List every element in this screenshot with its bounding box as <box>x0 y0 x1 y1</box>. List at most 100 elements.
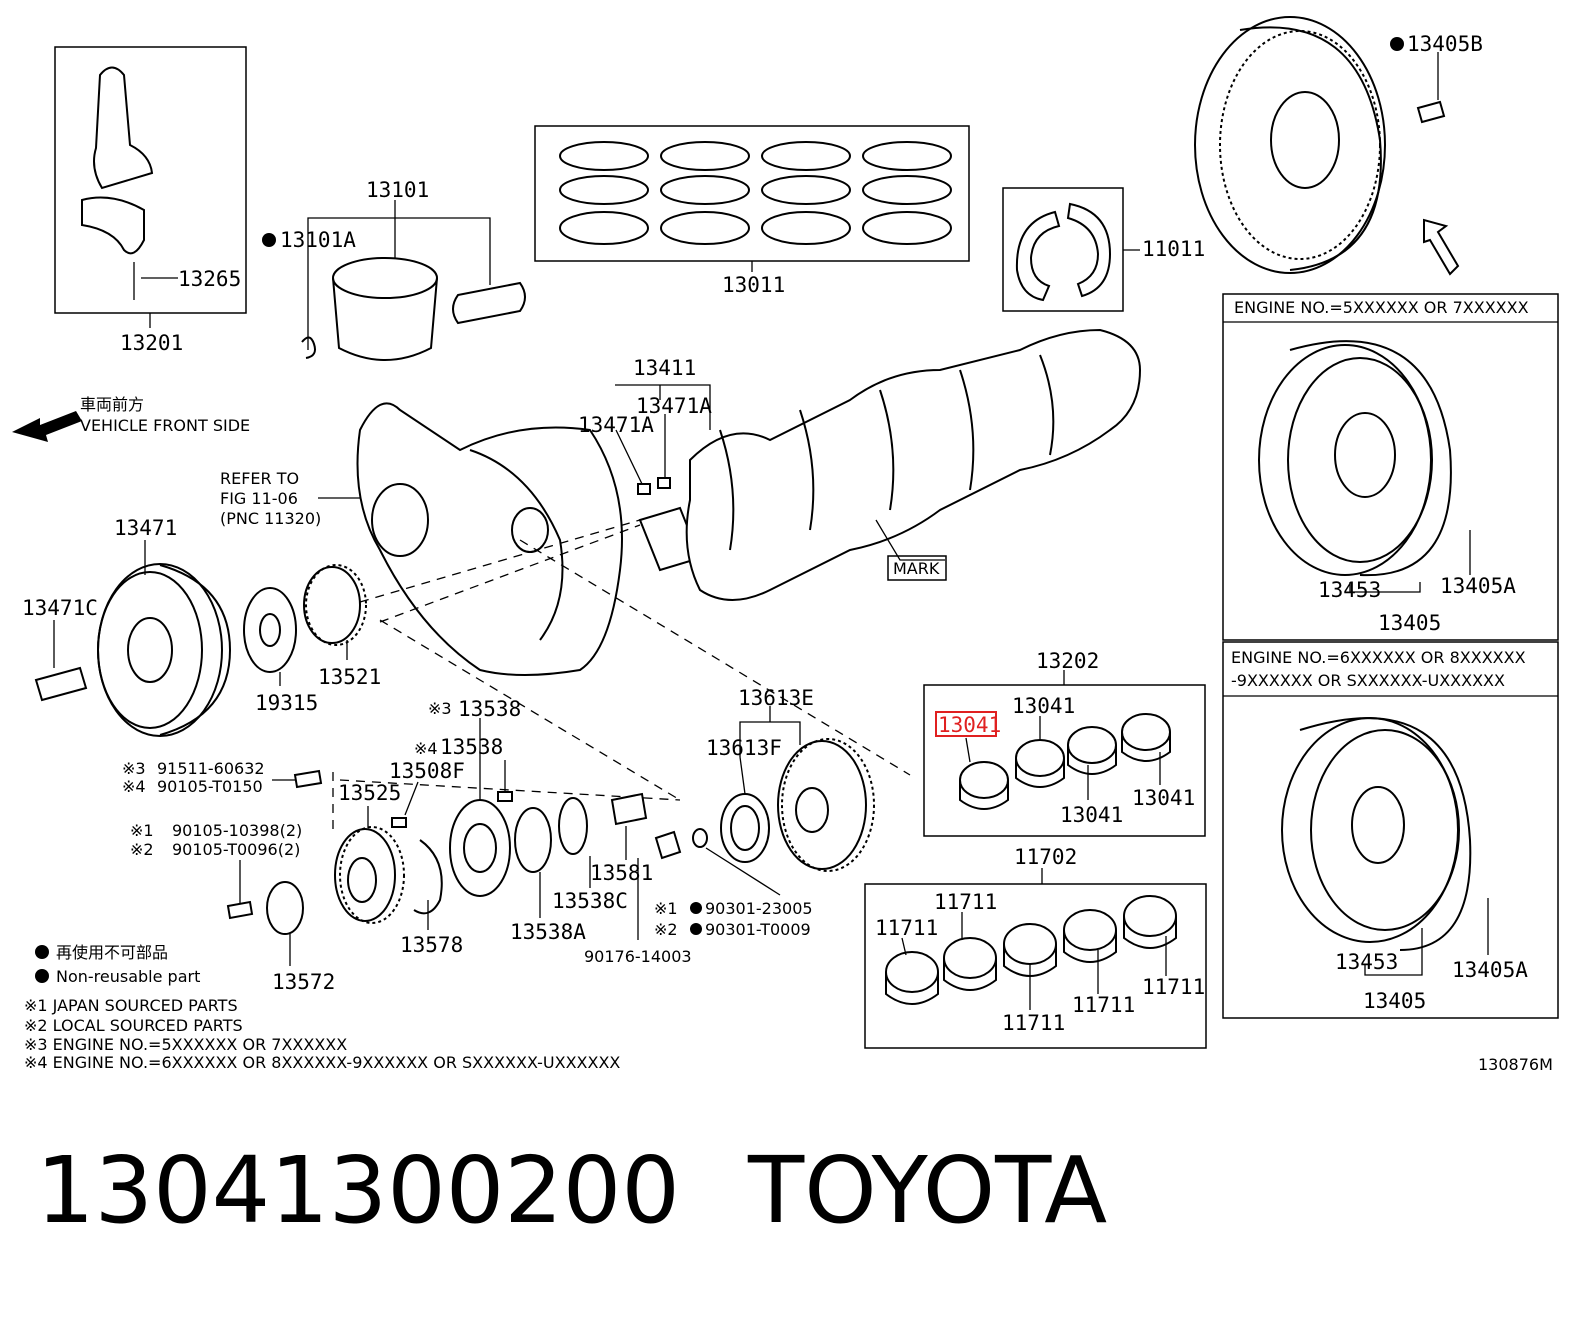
label-13041-b: 13041 <box>1060 803 1123 827</box>
bearing-13041-1-body <box>959 780 1009 810</box>
label-13411: 13411 <box>633 356 696 380</box>
mark-3-bolt: ※3 <box>122 759 146 778</box>
oring-13538A <box>514 807 552 873</box>
leader-13405-low <box>1364 928 1423 976</box>
assembly-dash-lines <box>332 519 911 830</box>
non-reusable-dot <box>690 902 702 914</box>
label-11711-d: 11711 <box>1072 993 1135 1017</box>
label-13521: 13521 <box>318 665 381 689</box>
connecting-rod-cap <box>81 196 145 255</box>
gear-13613E <box>777 740 867 870</box>
crank-webs <box>719 354 1055 551</box>
flywheel-low-inner <box>1310 729 1460 931</box>
bearing-13041-3-body <box>1067 745 1117 775</box>
label-11711-e: 11711 <box>1142 975 1205 999</box>
diagram-code: 130876M <box>1478 1055 1553 1074</box>
main-bearing-group: 11702 11711 11711 11711 11711 11711 <box>864 845 1207 1049</box>
mark-box <box>887 555 947 581</box>
mark-label: MARK <box>893 559 940 578</box>
ring-set-1 <box>559 141 649 245</box>
flywheel-top-rim <box>1239 26 1382 271</box>
crank-gear-group: 19315 13521 <box>243 564 381 715</box>
ring-13538C <box>558 797 588 855</box>
key-right <box>657 477 671 489</box>
mark-1-90301: ※1 <box>654 899 678 918</box>
label-13572: 13572 <box>272 970 335 994</box>
main-bearing-box <box>864 883 1207 1049</box>
timing-cover-seal-bore <box>511 507 549 553</box>
label-90105-10398: 90105-10398(2) <box>172 821 302 840</box>
refer-line1: REFER TO <box>220 469 299 488</box>
note-1: ※1 JAPAN SOURCED PARTS <box>24 996 238 1015</box>
bearing-11711-1-body <box>885 972 939 1005</box>
piston-top <box>332 257 438 299</box>
label-19315: 19315 <box>255 691 318 715</box>
legend-jp: 再使用不可部品 <box>56 943 168 962</box>
bearing-13041-4-body <box>1121 732 1171 762</box>
label-13101A: 13101A <box>280 228 356 252</box>
mark-1-bolt: ※1 <box>130 821 154 840</box>
note-3: ※3 ENGINE NO.=5XXXXXX OR 7XXXXXX <box>24 1035 347 1054</box>
pin-13538 <box>497 791 513 802</box>
pulley-hub <box>127 617 173 683</box>
mark-3-13538: ※3 <box>428 699 452 718</box>
bearing-13041-2 <box>1015 739 1065 777</box>
label-13538C: 13538C <box>552 889 628 913</box>
rod-bearing-group: 13202 13041 13041 13041 13041 <box>923 649 1206 837</box>
washer-13572 <box>266 881 304 935</box>
non-reusable-dot <box>1390 37 1404 51</box>
label-11711-b: 11711 <box>934 890 997 914</box>
bearing-11711-1 <box>885 951 939 993</box>
label-13471C: 13471C <box>22 596 98 620</box>
piston-group: 13101 13101A <box>262 178 526 361</box>
crankshaft-group: MARK <box>638 328 1142 601</box>
flywheel-mid-rim <box>1289 340 1452 577</box>
piston-pin <box>452 281 526 325</box>
piston-ring-group: 13011 <box>534 125 970 297</box>
gear-13525-teeth <box>339 826 405 924</box>
flywheel-low-hub <box>1351 786 1405 864</box>
engine-no-top: ENGINE NO.=5XXXXXX OR 7XXXXXX <box>1234 298 1529 317</box>
engine-box-top-group: ENGINE NO.=5XXXXXX OR 7XXXXXX 13453 1340… <box>1222 293 1559 641</box>
flywheel-mid-inner <box>1287 357 1433 563</box>
mark-4-13538: ※4 <box>414 739 438 758</box>
bearing-11711-2 <box>943 937 997 979</box>
label-13405-mid: 13405 <box>1378 611 1441 635</box>
piston-body <box>332 277 438 361</box>
label-13041-a: 13041 <box>1012 694 1075 718</box>
ring-set-2 <box>660 141 750 245</box>
seal-13613F <box>720 793 770 863</box>
leader-13411 <box>615 384 711 430</box>
crank-keys-group: 13411 13471A 13471A <box>578 356 712 495</box>
label-13538-3: 13538 <box>458 697 521 721</box>
direction-group: 車両前方 VEHICLE FRONT SIDE <box>12 395 250 442</box>
key-left <box>637 483 651 495</box>
non-reusable-dot <box>35 969 49 983</box>
bearing-13041-2-body <box>1015 758 1065 788</box>
engine-box-top <box>1222 293 1559 641</box>
label-11702: 11702 <box>1014 845 1077 869</box>
note-2: ※2 LOCAL SOURCED PARTS <box>24 1016 243 1035</box>
connecting-rod-shape <box>93 66 154 190</box>
gear-13613E-hub <box>795 787 829 833</box>
flywheel-top-teeth <box>1219 30 1381 260</box>
bearing-13041-1 <box>959 761 1009 799</box>
label-90105-T0096: 90105-T0096(2) <box>172 840 300 859</box>
refer-line2: FIG 11-06 <box>220 489 298 508</box>
bearing-13041-4 <box>1121 713 1171 751</box>
flywheel-top-outer <box>1194 16 1386 274</box>
leader-13101 <box>307 217 491 350</box>
timing-cover-group <box>356 402 623 676</box>
label-13538-4: 13538 <box>440 735 503 759</box>
label-13405A-low: 13405A <box>1452 958 1528 982</box>
leader-13405-mid <box>1349 582 1421 593</box>
label-13405A-mid: 13405A <box>1440 574 1516 598</box>
non-reusable-dot <box>690 923 702 935</box>
bolt-91511 <box>293 769 323 789</box>
gear-13525 <box>334 828 396 922</box>
snap-ring-13101A <box>301 336 316 359</box>
label-13202: 13202 <box>1036 649 1099 673</box>
engine-no-bottom-2: -9XXXXXX OR SXXXXXX-UXXXXXX <box>1231 671 1505 690</box>
bearing-11711-5-body <box>1123 916 1177 949</box>
